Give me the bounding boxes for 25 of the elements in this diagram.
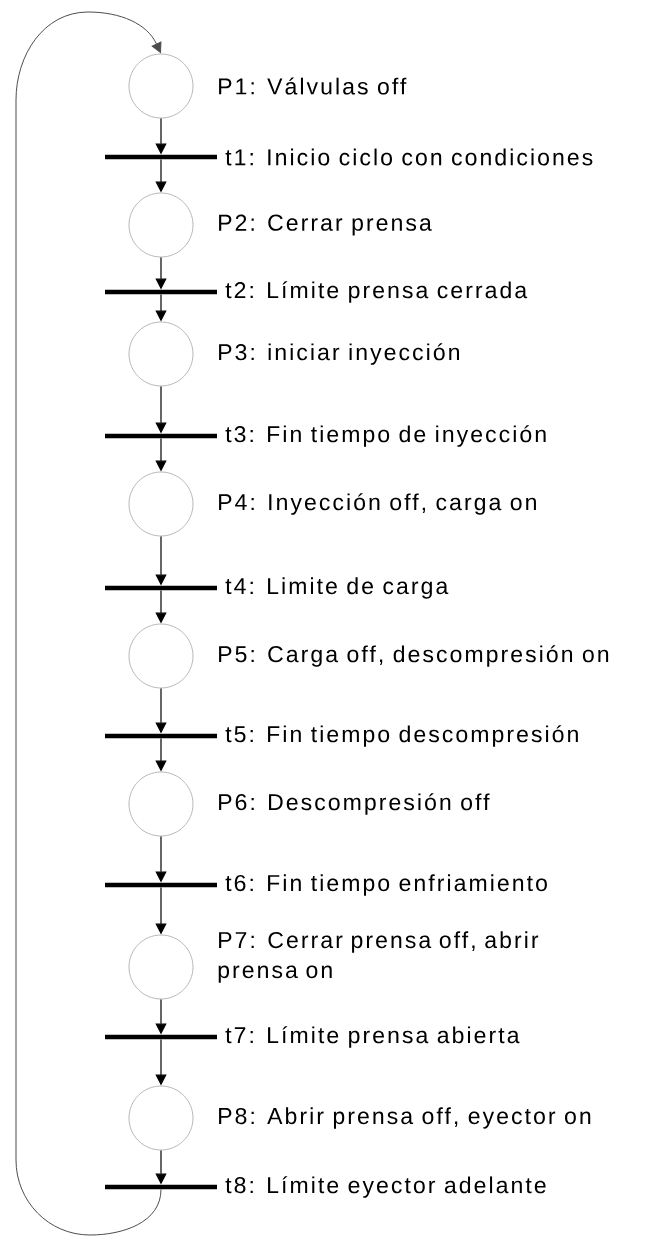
place-label: P4: Inyección off, carga on	[219, 493, 536, 515]
place-circle	[128, 623, 194, 689]
place-circle	[128, 471, 194, 537]
transition-label: t7: Límite prensa abierta	[225, 1026, 520, 1048]
transition-label: t3: Fin tiempo de inyección	[225, 425, 546, 447]
place-label: P3: iniciar inyección	[219, 343, 459, 365]
transition-label: t2: Límite prensa cerrada	[225, 281, 528, 303]
place-label: P1: Válvulas off	[219, 77, 407, 95]
place-circle	[128, 1085, 194, 1151]
arrow	[15, 11, 162, 1236]
place-circle	[128, 53, 194, 119]
transition-label: t1: Inicio ciclo con condiciones	[225, 148, 593, 166]
place-label: P5: Carga off, descompresión on	[219, 645, 609, 667]
place-label: P2: Cerrar prensa	[219, 214, 432, 236]
transition-label: t8: Límite eyector adelante	[225, 1176, 546, 1198]
place-label: P7: Cerrar prensa off, abrir prensa on	[218, 931, 539, 983]
place-circle	[128, 321, 194, 387]
place-label: P8: Abrir prensa off, eyector on	[219, 1107, 591, 1129]
place-label: P6: Descompresión off	[219, 793, 490, 815]
transition-label: t5: Fin tiempo descompresión	[225, 725, 578, 747]
place-circle	[128, 771, 194, 837]
place-circle	[128, 192, 194, 258]
transition-label: t6: Fin tiempo enfriamiento	[225, 874, 547, 896]
transition-label: t4: Limite de carga	[225, 577, 449, 599]
place-circle	[128, 934, 194, 1000]
